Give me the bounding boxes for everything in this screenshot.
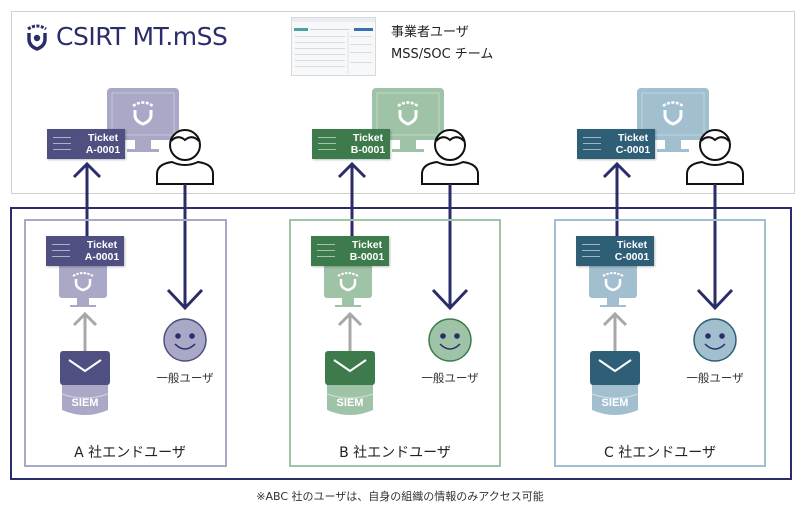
smiley-user-icon <box>163 318 207 362</box>
ticket-card-local[interactable]: Ticket B-0001 <box>311 236 389 266</box>
logo: CSIRT MT.mSS <box>24 22 228 51</box>
company-box <box>24 219 227 467</box>
soc-monitor-icon <box>637 88 709 152</box>
ticket-label: Ticket <box>351 239 383 251</box>
ticket-id: A-0001 <box>84 251 120 263</box>
soc-person-icon <box>156 129 214 185</box>
end-user-area <box>10 207 792 480</box>
ticket-label: Ticket <box>86 239 118 251</box>
mail-icon <box>590 351 640 385</box>
siem-label: SIEM <box>71 397 99 409</box>
list-lines-icon <box>318 137 336 152</box>
smiley-user-icon <box>428 318 472 362</box>
ticket-card-top[interactable]: Ticket C-0001 <box>577 129 655 159</box>
soc-monitor-icon <box>372 88 444 152</box>
arrow-up-gray-icon <box>602 312 628 354</box>
ticket-card-top[interactable]: Ticket A-0001 <box>47 129 125 159</box>
arrow-down-icon <box>166 184 204 311</box>
list-lines-icon <box>53 137 71 152</box>
mail-icon <box>325 351 375 385</box>
app-screenshot-thumbnail <box>291 17 376 76</box>
ticket-card-local[interactable]: Ticket C-0001 <box>576 236 654 266</box>
soc-monitor-icon <box>107 88 179 152</box>
local-monitor-icon <box>59 262 107 307</box>
ticket-card-top[interactable]: Ticket B-0001 <box>312 129 390 159</box>
company-box <box>289 219 501 467</box>
company-label: A 社エンドユーザ <box>74 445 186 461</box>
list-lines-icon <box>583 137 601 152</box>
siem-database-icon <box>591 378 639 415</box>
arrow-down-icon <box>696 184 734 311</box>
soc-team-area <box>11 11 795 194</box>
mail-icon <box>60 351 110 385</box>
list-lines-icon <box>52 244 70 259</box>
ticket-id: C-0001 <box>615 144 651 156</box>
arrow-down-icon <box>431 184 469 311</box>
general-user-label: 一般ユーザ <box>156 371 214 385</box>
general-user-label: 一般ユーザ <box>686 371 744 385</box>
arrow-up-gray-icon <box>72 312 98 354</box>
ticket-label: Ticket <box>87 132 119 144</box>
logo-text: CSIRT MT.mSS <box>56 22 228 51</box>
siem-label: SIEM <box>601 397 629 409</box>
shield-logo-icon <box>27 24 47 51</box>
company-box <box>554 219 766 467</box>
role-mss-soc-team: MSS/SOC チーム <box>391 47 494 62</box>
soc-person-icon <box>421 129 479 185</box>
company-label: C 社エンドユーザ <box>604 445 716 461</box>
local-monitor-icon <box>589 262 637 307</box>
siem-database-icon <box>61 378 109 415</box>
ticket-id: A-0001 <box>85 144 121 156</box>
ticket-card-local[interactable]: Ticket A-0001 <box>46 236 124 266</box>
company-label: B 社エンドユーザ <box>339 445 451 461</box>
list-lines-icon <box>582 244 600 259</box>
general-user-label: 一般ユーザ <box>421 371 479 385</box>
role-business-user: 事業者ユーザ <box>391 25 469 40</box>
ticket-id: B-0001 <box>349 251 385 263</box>
ticket-id: B-0001 <box>350 144 386 156</box>
smiley-user-icon <box>693 318 737 362</box>
local-monitor-icon <box>324 262 372 307</box>
ticket-label: Ticket <box>352 132 384 144</box>
ticket-label: Ticket <box>617 132 649 144</box>
ticket-label: Ticket <box>616 239 648 251</box>
ticket-id: C-0001 <box>614 251 650 263</box>
list-lines-icon <box>317 244 335 259</box>
arrow-up-gray-icon <box>337 312 363 354</box>
siem-database-icon <box>326 378 374 415</box>
footer-note: ※ABC 社のユーザは、自身の組織の情報のみアクセス可能 <box>256 490 544 503</box>
role-legend: 事業者ユーザ MSS/SOC チーム <box>391 22 493 66</box>
soc-person-icon <box>686 129 744 185</box>
siem-label: SIEM <box>336 397 364 409</box>
